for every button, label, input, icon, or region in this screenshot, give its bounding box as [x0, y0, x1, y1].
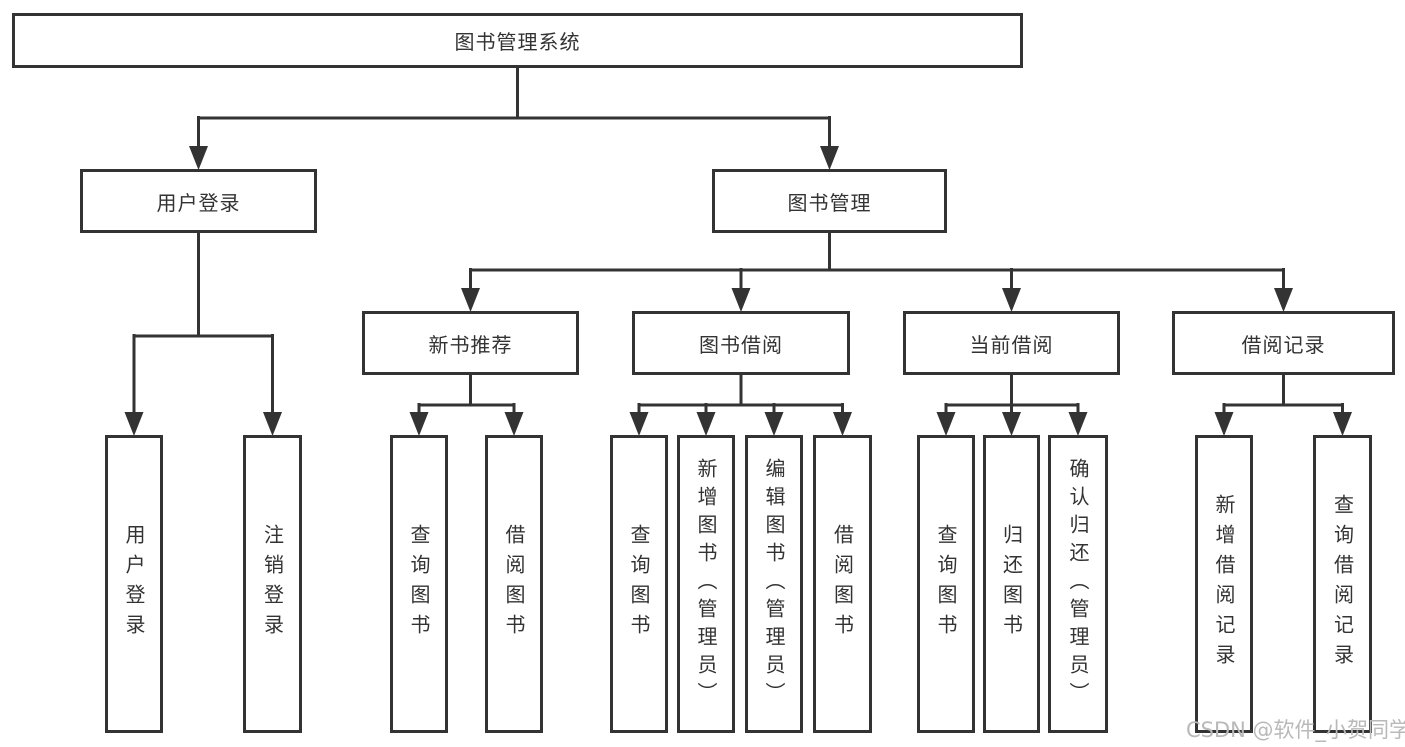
- node-leaf-logout: 注销登录: [243, 435, 302, 733]
- node-leaf-edit-book-admin: 编辑图书（管理员）: [745, 435, 803, 733]
- node-leaf-query-book-1: 查询图书: [390, 435, 448, 733]
- node-leaf-add-book-admin: 新增图书（管理员）: [677, 435, 735, 733]
- node-label: 图书借阅: [699, 332, 783, 357]
- node-label: 编辑图书（管理员）: [762, 458, 786, 710]
- node-leaf-add-borrow-record: 新增借阅记录: [1195, 435, 1253, 733]
- node-label: 查询图书: [934, 524, 958, 644]
- node-leaf-confirm-return-admin: 确认归还（管理员）: [1048, 435, 1108, 733]
- node-book-management: 图书管理: [712, 169, 947, 233]
- node-leaf-borrow-book-1: 借阅图书: [485, 435, 543, 733]
- node-label: 查询图书: [407, 524, 431, 644]
- node-label: 图书管理: [787, 190, 872, 215]
- node-label: 用户登录: [156, 190, 241, 215]
- node-label: 新书推荐: [428, 332, 513, 357]
- node-label: 新增借阅记录: [1212, 494, 1236, 674]
- node-borrow-record: 借阅记录: [1172, 311, 1395, 375]
- node-leaf-query-book-3: 查询图书: [917, 435, 975, 733]
- node-label: 借阅图书: [502, 524, 526, 644]
- node-user-login: 用户登录: [80, 169, 317, 233]
- node-label: 查询图书: [627, 524, 651, 644]
- node-leaf-borrow-book-2: 借阅图书: [813, 435, 872, 733]
- node-current-borrow: 当前借阅: [903, 311, 1120, 375]
- node-label: 查询借阅记录: [1330, 494, 1355, 674]
- node-leaf-user-login: 用户登录: [105, 435, 163, 733]
- node-label: 新增图书（管理员）: [694, 458, 718, 710]
- node-label: 当前借阅: [969, 332, 1054, 357]
- connector-strokes: [132, 68, 1344, 416]
- csdn-watermark: CSDN @软件_小贺同学: [1186, 718, 1405, 742]
- node-leaf-query-borrow-record: 查询借阅记录: [1313, 435, 1372, 733]
- node-root-system: 图书管理系统: [12, 13, 1023, 68]
- node-book-borrow: 图书借阅: [632, 311, 850, 375]
- node-label: 归还图书: [999, 524, 1024, 644]
- node-leaf-query-book-2: 查询图书: [610, 435, 668, 733]
- node-label: 借阅图书: [830, 524, 855, 644]
- node-leaf-return-book: 归还图书: [983, 435, 1040, 733]
- node-label: 用户登录: [122, 524, 146, 644]
- arrowheads: [124, 146, 1352, 436]
- node-new-book-recommend: 新书推荐: [362, 311, 579, 375]
- node-label: 确认归还（管理员）: [1066, 458, 1090, 710]
- node-label: 注销登录: [260, 524, 285, 644]
- node-label: 借阅记录: [1241, 332, 1326, 357]
- node-label: 图书管理系统: [454, 30, 581, 54]
